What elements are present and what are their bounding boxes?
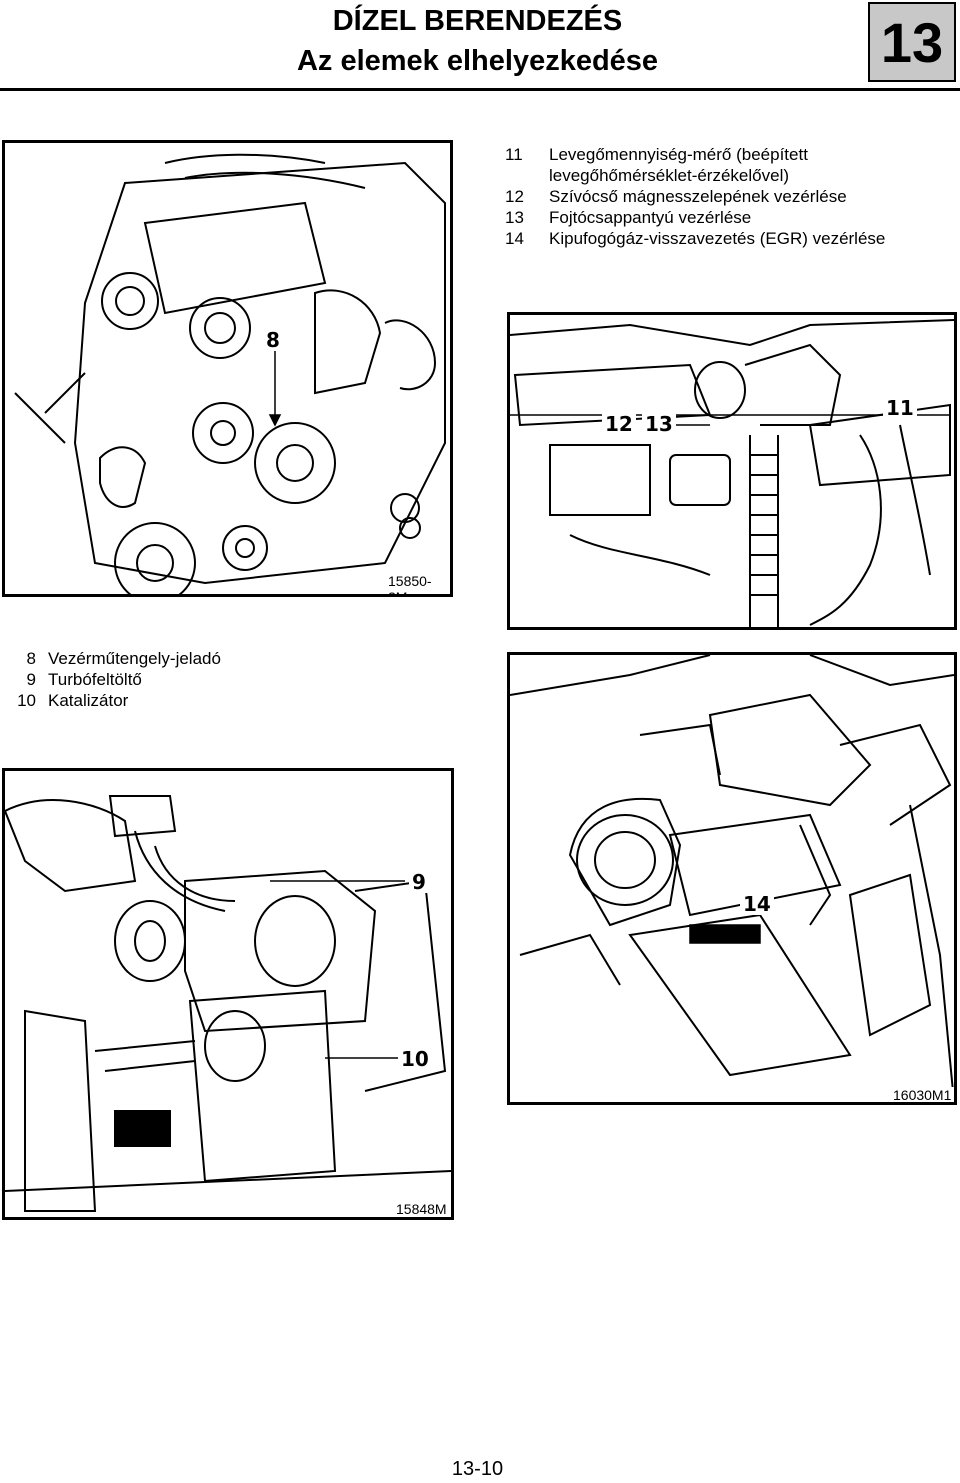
legend-number (505, 165, 549, 186)
legend-item: 14 Kipufogógáz-visszavezetés (EGR) vezérl… (505, 228, 945, 249)
callout-10: 10 (398, 1048, 432, 1070)
legend-item: levegőhőmérséklet-érzékelővel) (505, 165, 945, 186)
engine-illustration: 8 15850-2M (2, 140, 453, 597)
legend-top: 11 Levegőmennyiség-mérő (beépített levegő… (505, 144, 945, 249)
legend-item: 12 Szívócső mágnesszelepének vezérlése (505, 186, 945, 207)
legend-text: Vezérműtengely-jeladó (48, 649, 221, 668)
callout-11: 11 (883, 397, 917, 419)
page-subtitle: Az elemek elhelyezkedése (296, 45, 659, 77)
callout-8: 8 (263, 329, 283, 351)
legend-number: 8 (26, 649, 36, 668)
page-number: 13-10 (451, 1458, 504, 1480)
legend-item: 9 Turbófeltöltő (6, 669, 221, 690)
legend-item: 8 Vezérműtengely-jeladó (6, 648, 221, 669)
callout-9: 9 (409, 871, 429, 893)
callout-12: 12 (602, 413, 636, 435)
legend-number: 11 (505, 145, 523, 164)
legend-text: Kipufogógáz-visszavezetés (EGR) vezérlés… (549, 229, 886, 248)
legend-text: Szívócső mágnesszelepének vezérlése (549, 187, 847, 206)
legend-number: 12 (505, 187, 524, 206)
figure-code: 15850-2M (385, 573, 450, 594)
legend-text: levegőhőmérséklet-érzékelővel) (549, 166, 790, 185)
legend-text: Levegőmennyiség-mérő (beépített (549, 145, 808, 164)
callout-13: 13 (642, 413, 676, 435)
legend-text: Turbófeltöltő (48, 670, 142, 689)
figure-code: 15848M (393, 1201, 450, 1217)
legend-number: 14 (505, 229, 524, 248)
figure-code: 16030M1 (890, 1087, 954, 1102)
intake-illustration: 12 13 11 (507, 312, 957, 630)
legend-number: 10 (17, 691, 36, 710)
legend-item: 11 Levegőmennyiség-mérő (beépített (505, 144, 945, 165)
legend-number: 13 (505, 208, 524, 227)
engine-drawing (14, 153, 446, 594)
egr-illustration: 14 16030M1 (507, 652, 957, 1105)
legend-text: Fojtócsappantyú vezérlése (549, 208, 752, 227)
legend-left: 8 Vezérműtengely-jeladó 9 Turbófeltöltő 10… (6, 648, 221, 711)
legend-text: Katalizátor (48, 691, 129, 710)
chapter-badge: 13 (868, 2, 956, 82)
header-divider (0, 88, 960, 91)
legend-item: 13 Fojtócsappantyú vezérlése (505, 207, 945, 228)
intake-drawing (510, 319, 954, 627)
turbo-drawing (5, 795, 451, 1212)
page-title: DÍZEL BERENDEZÉS (332, 5, 623, 37)
legend-item: 10 Katalizátor (6, 690, 221, 711)
callout-14: 14 (740, 893, 774, 915)
egr-drawing (510, 655, 954, 1102)
legend-number: 9 (26, 670, 36, 689)
turbo-illustration: 9 10 15848M (2, 768, 454, 1220)
